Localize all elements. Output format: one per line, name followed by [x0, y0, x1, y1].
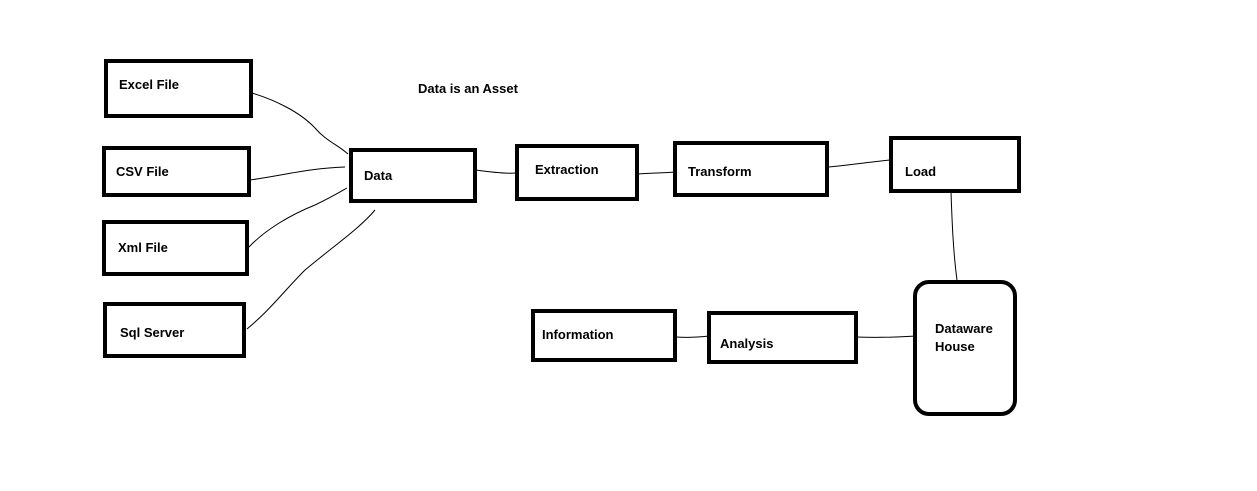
- node-excel-file-label: Excel File: [119, 77, 179, 92]
- node-analysis: [707, 311, 858, 364]
- node-dataware-house-label-line2: House: [935, 339, 975, 354]
- node-extraction-label: Extraction: [535, 162, 599, 177]
- edge-xml-data: [248, 187, 348, 248]
- node-excel-file: [104, 59, 253, 118]
- edge-excel-data: [251, 92, 349, 155]
- edge-extraction-transform: [637, 171, 676, 175]
- node-sql-server-label: Sql Server: [120, 325, 185, 340]
- edge-sql-data: [246, 209, 376, 330]
- node-information-label: Information: [542, 327, 614, 342]
- node-data-label: Data: [364, 168, 393, 183]
- node-dataware-house-label-line1: Dataware: [935, 321, 993, 336]
- edge-csv-data: [249, 166, 346, 181]
- node-csv-file-label: CSV File: [116, 164, 169, 179]
- edge-data-extraction: [475, 169, 517, 174]
- node-data: [349, 148, 477, 203]
- node-analysis-label: Analysis: [720, 336, 774, 351]
- node-extraction: [515, 144, 639, 201]
- node-xml-file-label: Xml File: [118, 240, 168, 255]
- node-sql-server: [103, 302, 246, 358]
- node-information: [531, 309, 677, 362]
- diagram-title: Data is an Asset: [418, 81, 518, 96]
- edge-load-warehouse: [950, 191, 958, 281]
- node-csv-file: [102, 146, 251, 197]
- edge-warehouse-analysis: [855, 335, 917, 338]
- edge-analysis-information: [675, 335, 710, 338]
- node-load: [889, 136, 1021, 193]
- edge-transform-load: [827, 159, 891, 168]
- node-transform: [673, 141, 829, 197]
- node-xml-file: [102, 220, 249, 276]
- node-dataware-house: [913, 280, 1017, 416]
- node-load-label: Load: [905, 164, 937, 179]
- node-transform-label: Transform: [688, 164, 752, 179]
